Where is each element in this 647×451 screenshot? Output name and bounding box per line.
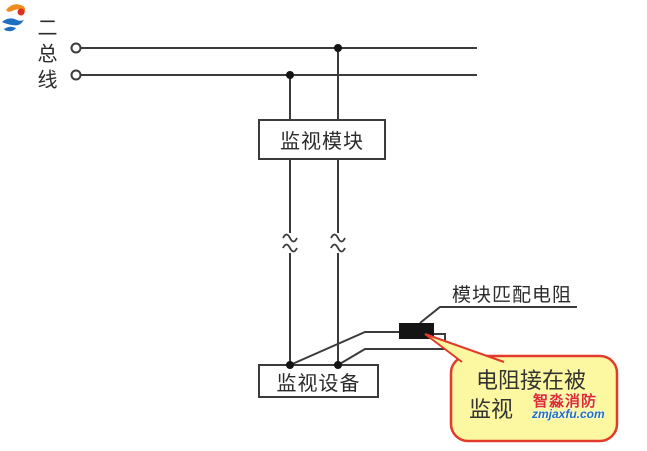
junction-dot-bus2 xyxy=(286,71,294,79)
break-symbol-left-bottom xyxy=(282,243,298,253)
callout-text-line2: 监视 xyxy=(469,397,514,422)
break-symbol-right-top xyxy=(330,233,346,243)
matching-resistor-label: 模块匹配电阻 xyxy=(451,285,572,306)
callout-text-line1: 电阻接在被 xyxy=(476,368,587,393)
monitor-equipment-label: 监视设备 xyxy=(276,372,361,395)
logo-dot xyxy=(17,8,25,16)
break-symbol-right-bottom xyxy=(330,243,346,253)
bus-terminal-1 xyxy=(70,42,82,54)
monitor-equipment-box xyxy=(258,364,379,398)
bus-terminal-2 xyxy=(70,69,82,81)
callout-pointer-edge-left xyxy=(424,333,463,363)
monitor-module-label: 监视模块 xyxy=(280,131,364,153)
junction-dot-equipment-right xyxy=(334,361,342,369)
watermark-domain-text: zmjaxfu.com xyxy=(532,407,605,421)
logo-wave-shape-1 xyxy=(2,18,24,26)
logo-flame-shape xyxy=(6,4,26,12)
break-symbol-left-top xyxy=(282,233,298,243)
callout-bubble xyxy=(449,354,619,443)
watermark-logo-icon xyxy=(2,4,26,32)
callout-pointer-edge-right xyxy=(424,333,505,363)
resistor-label-leader-line xyxy=(419,306,577,324)
junction-dot-bus1 xyxy=(334,44,342,52)
watermark-brand-text: 智淼消防 xyxy=(533,393,598,410)
monitor-module-box xyxy=(258,119,386,160)
logo-wave-shape-2 xyxy=(4,26,16,32)
junction-dot-equipment-left xyxy=(286,361,294,369)
bus-label: 二总线 xyxy=(34,17,56,95)
wire-to-resistor-left xyxy=(289,331,399,366)
